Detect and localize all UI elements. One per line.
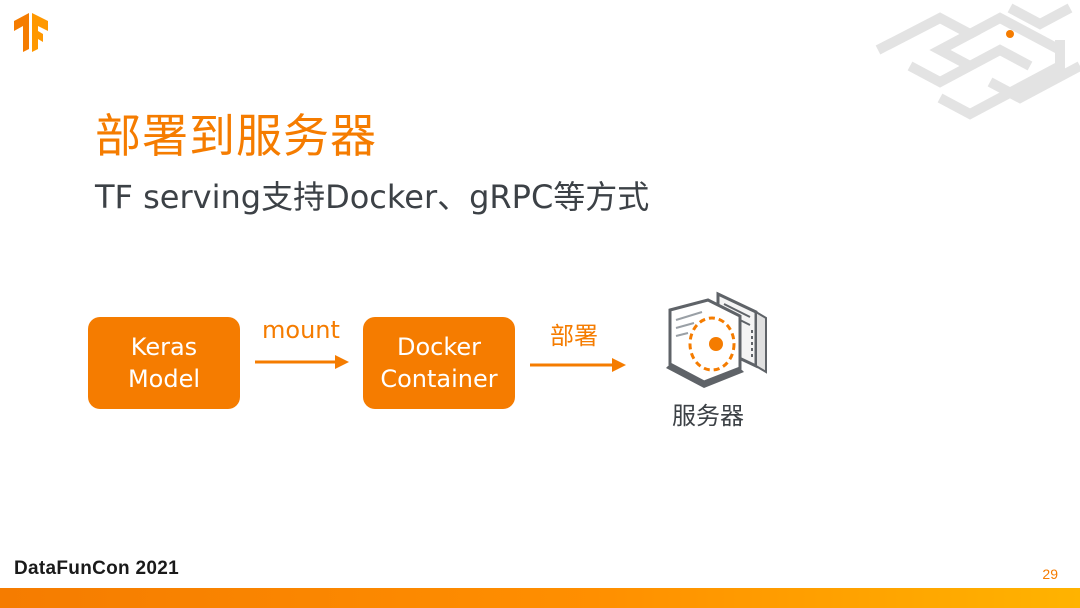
arrow-right-icon — [255, 355, 349, 369]
edge-label-deploy: 部署 — [550, 322, 598, 350]
bottom-accent-bar — [0, 588, 1080, 608]
keras-model-node: Keras Model — [88, 317, 240, 409]
arrow-right-icon — [530, 358, 626, 372]
edge-label-mount: mount — [262, 316, 340, 344]
keras-node-line-1: Keras — [130, 333, 198, 361]
keras-node-line-2: Model — [127, 365, 201, 393]
tensorflow-logo-icon — [14, 13, 48, 52]
docker-node-line-2: Container — [380, 365, 498, 393]
slide-title: 部署到服务器 — [95, 109, 377, 163]
docker-container-node: Docker Container — [363, 317, 515, 409]
maze-pattern-icon — [875, 3, 1080, 120]
server-icon — [666, 291, 767, 388]
server-label: 服务器 — [672, 402, 744, 430]
page-number: 29 — [1042, 566, 1058, 582]
footer-brand: DataFunCon 2021 — [14, 558, 179, 579]
slide-subtitle: TF serving支持Docker、gRPC等方式 — [95, 178, 650, 216]
docker-node-line-1: Docker — [396, 333, 482, 361]
maze-dot — [1006, 30, 1014, 38]
